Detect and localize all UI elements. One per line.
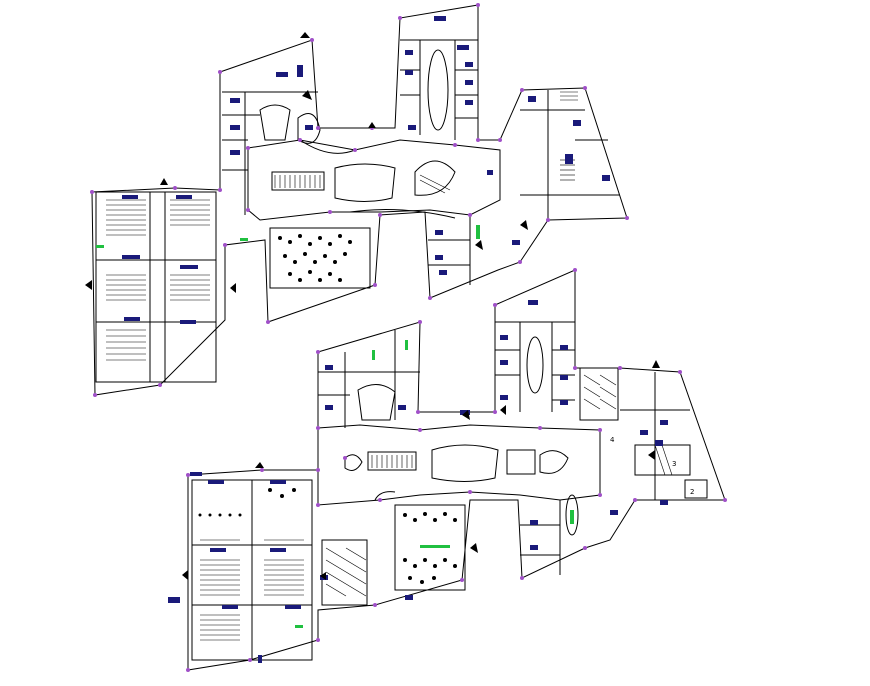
upper-cinema-block bbox=[95, 191, 217, 383]
upper-concourse bbox=[247, 139, 501, 221]
grid-nodes bbox=[90, 3, 727, 672]
lower-floor-plan bbox=[187, 269, 726, 671]
lower-escalator bbox=[367, 451, 417, 471]
lower-atrium-void bbox=[526, 336, 544, 394]
door-markers bbox=[96, 225, 574, 628]
lower-stair-hatching bbox=[200, 374, 673, 641]
upper-atrium-void bbox=[427, 49, 449, 131]
lower-parking-ramp bbox=[321, 539, 368, 606]
upper-floor-outline bbox=[91, 4, 628, 396]
lower-floor-outline bbox=[187, 269, 726, 671]
upper-stair-hatching bbox=[106, 91, 578, 361]
upper-seating-clusters bbox=[278, 234, 352, 282]
lower-seating-clusters bbox=[198, 488, 457, 584]
lower-concourse bbox=[317, 424, 601, 506]
room-number-2: 2 bbox=[690, 488, 694, 496]
room-number-4: 4 bbox=[610, 436, 615, 444]
section-markers bbox=[85, 32, 660, 580]
room-number-3: 3 bbox=[672, 460, 676, 468]
lower-food-court bbox=[394, 504, 466, 591]
upper-food-court bbox=[269, 227, 371, 289]
upper-escalator bbox=[271, 171, 325, 191]
